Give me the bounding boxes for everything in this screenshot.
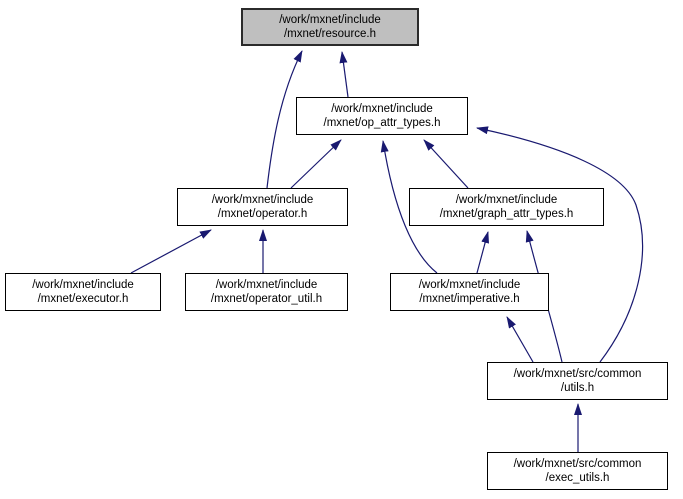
node-executor-h-line2: /mxnet/executor.h — [37, 293, 129, 305]
edge-operator-to-resource — [266, 50, 303, 189]
edge-utils-to-op-attr-types — [476, 126, 644, 363]
node-operator-util-h[interactable]: /work/mxnet/include /mxnet/operator_util… — [185, 273, 348, 311]
node-resource-h-line1: /work/mxnet/include — [279, 14, 381, 26]
node-operator-util-h-line2: /mxnet/operator_util.h — [210, 293, 323, 305]
edge-utils-to-imperative — [506, 316, 534, 363]
edge-graph-attr-types-to-op-attr-types — [423, 139, 469, 189]
node-op-attr-types-h[interactable]: /work/mxnet/include /mxnet/op_attr_types… — [296, 97, 468, 135]
edge-operator-to-op-attr-types — [290, 139, 342, 189]
node-resource-h-line2: /mxnet/resource.h — [283, 28, 377, 40]
node-exec-utils-h[interactable]: /work/mxnet/src/common /exec_utils.h — [487, 452, 668, 490]
node-operator-h-line2: /mxnet/operator.h — [217, 208, 308, 220]
node-operator-h[interactable]: /work/mxnet/include /mxnet/operator.h — [177, 188, 348, 226]
node-graph-attr-types-h-line1: /work/mxnet/include — [455, 194, 558, 206]
node-utils-h-line1: /work/mxnet/src/common — [513, 368, 642, 380]
node-op-attr-types-h-line2: /mxnet/op_attr_types.h — [323, 117, 441, 129]
edge-imperative-to-graph-attr-types — [476, 231, 490, 274]
node-operator-util-h-line1: /work/mxnet/include — [215, 279, 318, 291]
node-executor-h-line1: /work/mxnet/include — [32, 279, 134, 291]
node-imperative-h-line2: /mxnet/imperative.h — [419, 293, 520, 305]
node-exec-utils-h-line1: /work/mxnet/src/common — [513, 458, 642, 470]
node-executor-h[interactable]: /work/mxnet/include /mxnet/executor.h — [5, 273, 161, 311]
node-graph-attr-types-h[interactable]: /work/mxnet/include /mxnet/graph_attr_ty… — [409, 188, 604, 226]
edge-executor-to-operator — [130, 229, 212, 274]
node-graph-attr-types-h-line2: /mxnet/graph_attr_types.h — [439, 208, 574, 220]
edge-imperative-to-op-attr-types — [380, 140, 438, 274]
node-resource-h[interactable]: /work/mxnet/include /mxnet/resource.h — [241, 8, 419, 46]
node-imperative-h[interactable]: /work/mxnet/include /mxnet/imperative.h — [390, 273, 549, 311]
edge-op-attr-types-to-resource — [339, 51, 349, 98]
node-utils-h[interactable]: /work/mxnet/src/common /utils.h — [487, 362, 668, 400]
node-op-attr-types-h-line1: /work/mxnet/include — [331, 103, 433, 115]
node-operator-h-line1: /work/mxnet/include — [211, 194, 314, 206]
node-utils-h-line2: /utils.h — [560, 382, 595, 394]
node-exec-utils-h-line2: /exec_utils.h — [545, 472, 610, 484]
node-imperative-h-line1: /work/mxnet/include — [418, 279, 521, 291]
